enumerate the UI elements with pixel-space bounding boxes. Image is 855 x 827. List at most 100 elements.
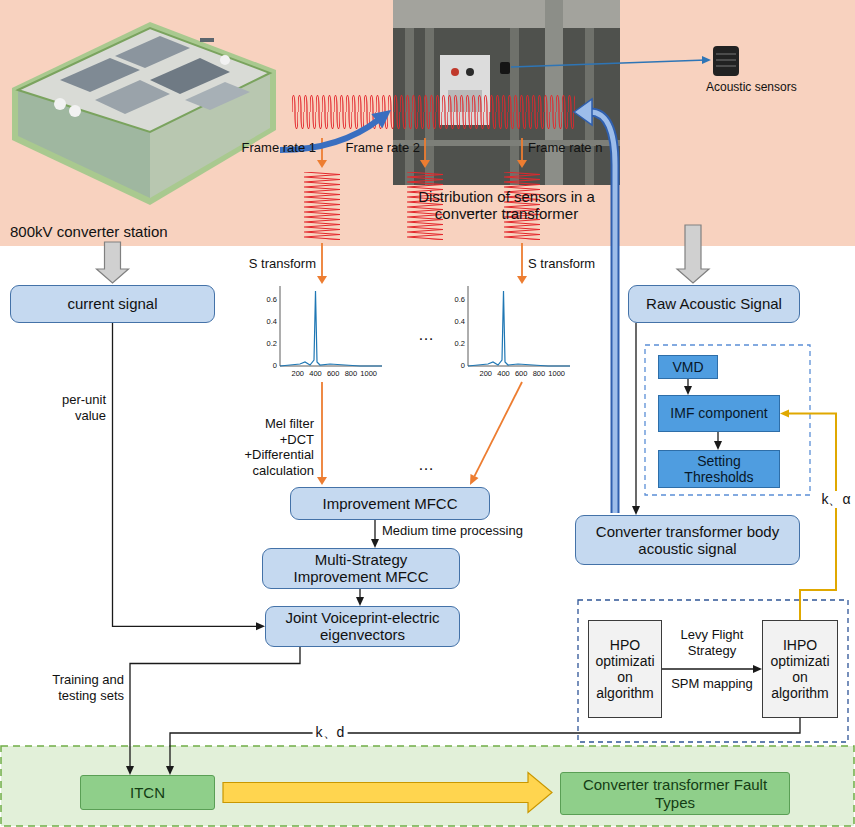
node-text: Joint Voiceprint-electric eigenvectors <box>272 609 453 644</box>
feedback-arrow <box>574 99 615 513</box>
node-text: current signal <box>67 295 157 312</box>
frame-waveform <box>302 172 342 240</box>
converter-station-illustration <box>54 98 66 110</box>
station-region: 800kV converter station <box>10 0 280 240</box>
orange-arrow <box>317 160 327 168</box>
orange-arrow <box>424 138 426 161</box>
process-box: Converter transformer body acoustic sign… <box>575 515 800 565</box>
orange-arrow <box>475 382 523 476</box>
sensor-icon <box>716 66 736 67</box>
sensor-icon <box>511 46 739 76</box>
label-text: 0 <box>447 361 465 371</box>
sensor-icon <box>702 56 711 64</box>
label-text: 1000 <box>360 369 377 379</box>
feedback-arrow <box>590 112 615 513</box>
orange-arrow <box>517 160 527 168</box>
model-box: ITCN <box>80 775 215 810</box>
orange-arrow <box>521 138 523 161</box>
orange-arrow <box>420 160 430 168</box>
node-text: Setting Thresholds <box>665 453 773 485</box>
label-text: Acoustic sensors <box>706 80 797 94</box>
label-text: 600 <box>327 369 340 379</box>
label-text: 800 <box>533 369 546 379</box>
edge-label: Levy Flight Strategy <box>665 627 759 658</box>
label-text: 0.2 <box>259 339 277 349</box>
bottom-band <box>1 746 854 826</box>
spectrum-plot <box>468 286 469 366</box>
orange-arrow <box>521 243 523 277</box>
connector <box>684 379 692 395</box>
node-text: VMD <box>672 359 703 375</box>
node-text: Multi-Strategy Improvement MFCC <box>269 551 453 586</box>
spectrum-plot <box>280 291 382 366</box>
node-text: Improvement MFCC <box>322 495 457 512</box>
feedback-arrow <box>574 99 592 125</box>
orange-arrow <box>321 138 323 161</box>
connector-line <box>635 323 636 509</box>
frame-waveform <box>302 172 342 240</box>
node-text: HPO optimization algorithm <box>593 637 657 701</box>
label-text: Frame rate n <box>528 140 602 156</box>
process-box: Multi-Strategy Improvement MFCC <box>262 548 460 589</box>
label-text: Frame rate 1 <box>236 140 316 156</box>
edge-label: per-unit value <box>40 392 106 423</box>
orange-arrow <box>321 243 323 277</box>
connector <box>662 665 762 673</box>
vmd-step-box: VMD <box>658 355 718 379</box>
node-text: IMF component <box>670 405 767 421</box>
spectrum-plot <box>280 286 281 366</box>
orange-arrow <box>470 474 479 485</box>
converter-station-illustration <box>12 22 276 205</box>
spectrum-plot <box>280 286 382 366</box>
arrow-head <box>632 506 640 515</box>
arrow-head <box>356 597 364 606</box>
connector-line <box>662 668 756 669</box>
algorithm-box: IHPO optimization algorithm <box>762 620 838 718</box>
process-box: Raw Acoustic Signal <box>628 285 800 323</box>
connector <box>126 647 300 776</box>
connector <box>113 323 266 630</box>
vmd-step-box: Setting Thresholds <box>658 450 780 488</box>
arrow-head <box>780 410 789 418</box>
connector <box>677 225 709 283</box>
orange-arrow <box>317 276 327 284</box>
raw-waveform <box>292 88 575 136</box>
sensor-icon <box>716 54 736 55</box>
block-arrow <box>677 225 709 283</box>
label-text: SPM mapping <box>671 676 753 692</box>
edge-label: Medium time processing <box>382 523 523 539</box>
algorithm-box: HPO optimization algorithm <box>588 620 662 718</box>
connector-line <box>113 323 259 626</box>
result-box: Converter transformer Fault Types <box>560 772 790 815</box>
process-box: Improvement MFCC <box>290 487 490 520</box>
arrow-head <box>126 766 134 775</box>
orange-arrow <box>321 382 323 478</box>
label-text: 200 <box>479 369 492 379</box>
label-text: 0.4 <box>259 317 277 327</box>
node-text: 800kV converter station <box>10 223 168 240</box>
label-text: … <box>418 325 434 344</box>
converter-station-illustration <box>18 28 270 132</box>
block-arrow <box>97 242 129 283</box>
label-text: … <box>465 198 481 217</box>
label-text: 800 <box>345 369 358 379</box>
arrow-head <box>684 386 692 395</box>
label-text: … <box>418 455 434 474</box>
node-text: ITCN <box>130 784 165 801</box>
label-text: 600 <box>515 369 528 379</box>
node-text: Distribution of sensors in a converter t… <box>393 188 620 223</box>
connector <box>166 718 800 775</box>
arrow-head <box>371 539 379 548</box>
converter-station-illustration <box>115 36 190 68</box>
node-text: Converter transformer Fault Types <box>567 776 783 811</box>
photo-region: Distribution of sensors in a converter t… <box>393 0 700 222</box>
feedback-arrow <box>590 112 615 513</box>
connector <box>223 773 552 813</box>
edge-label: k、α <box>818 491 853 508</box>
connector-line <box>130 647 300 769</box>
node-text: Converter transformer body acoustic sign… <box>582 523 793 558</box>
label-text: 400 <box>497 369 510 379</box>
connector <box>371 520 379 548</box>
edge-label: Training and testing sets <box>18 672 124 703</box>
transformer-photo <box>393 0 620 28</box>
